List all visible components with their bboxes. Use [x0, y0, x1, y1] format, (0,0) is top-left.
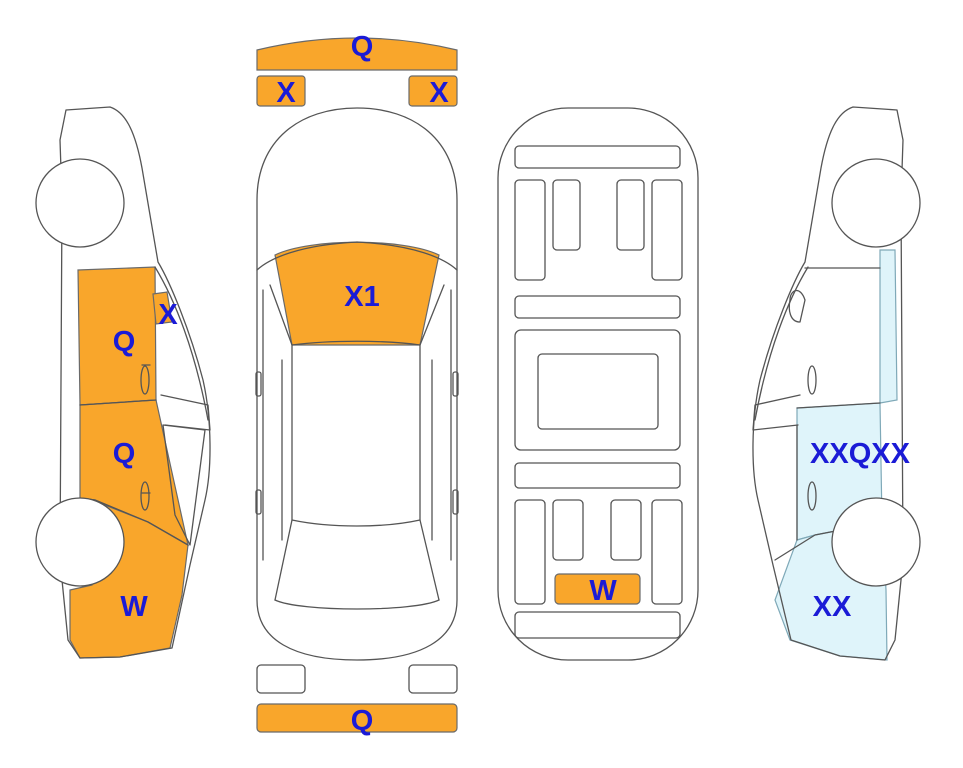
- top-view: [255, 37, 459, 733]
- label-left-mirror: X: [158, 299, 178, 331]
- label-front-bumper: Q: [351, 31, 374, 63]
- damage-front-left-lamp[interactable]: [256, 75, 306, 107]
- damage-hood[interactable]: [274, 241, 440, 346]
- left-side-view: [35, 106, 211, 659]
- label-left-rear-door: Q: [113, 438, 136, 470]
- label-hood: X1: [344, 281, 379, 313]
- damage-left-mirror[interactable]: [152, 291, 173, 325]
- right-rear-wheel: [831, 497, 921, 587]
- damage-underbody-panel[interactable]: [554, 573, 641, 605]
- damage-right-pillar[interactable]: [879, 249, 898, 404]
- label-left-rear-quarter: W: [120, 591, 148, 623]
- label-front-right-lamp: X: [429, 77, 449, 109]
- left-rear-wheel: [35, 497, 125, 587]
- damage-front-bumper[interactable]: [256, 37, 458, 71]
- damage-labels: Q X X X1 X Q Q W W XXQXX XX Q: [113, 31, 911, 737]
- label-front-left-lamp: X: [276, 77, 296, 109]
- left-front-wheel: [35, 158, 125, 248]
- label-right-rear-door: XXQXX: [810, 438, 911, 470]
- damage-rear-bumper[interactable]: [256, 703, 458, 733]
- damage-front-right-lamp[interactable]: [408, 75, 458, 107]
- underbody-view: [497, 107, 699, 661]
- label-left-front-door: Q: [113, 326, 136, 358]
- right-side-view: [752, 106, 921, 661]
- label-underbody-panel: W: [589, 575, 617, 607]
- label-rear-bumper: Q: [351, 705, 374, 737]
- right-front-wheel: [831, 158, 921, 248]
- label-right-rear-quarter: XX: [813, 591, 852, 623]
